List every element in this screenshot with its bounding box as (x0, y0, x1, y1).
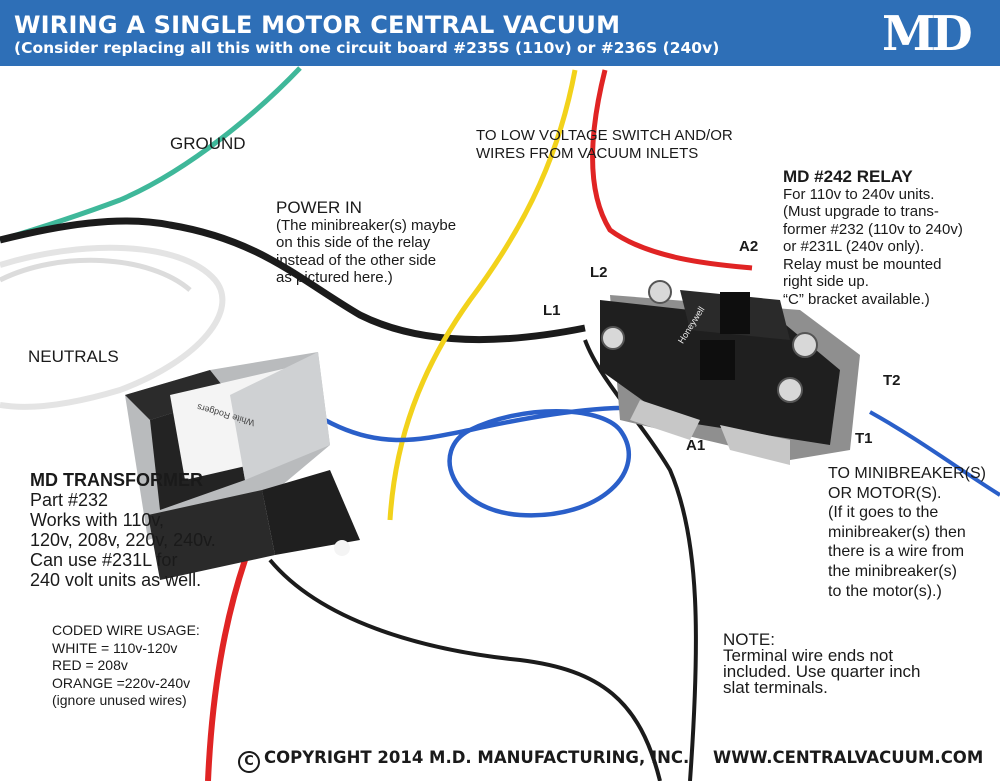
minibreaker-text: TO MINIBREAKER(S) OR MOTOR(S). (If it go… (828, 464, 986, 601)
t2-label: T2 (883, 372, 901, 389)
power-in-text: POWER IN (The minibreaker(s) maybe on th… (276, 199, 456, 287)
a2-label: A2 (739, 238, 759, 255)
red-transformer-lead (205, 559, 248, 781)
power-in-line: (The minibreaker(s) maybe (276, 216, 457, 234)
a1-label: A1 (686, 437, 706, 454)
relay-text: MD #242 RELAY For 110v to 240v units. (M… (783, 168, 963, 308)
transformer-line: Works with 110v, (30, 510, 165, 530)
minibreaker-line: to the motor(s).) (828, 582, 942, 600)
coded-line: WHITE = 110v-120v (52, 639, 178, 656)
power-in-heading: POWER IN (276, 198, 362, 217)
t1-label: T1 (855, 430, 873, 447)
blue-loop-wire (323, 405, 691, 518)
low-voltage-line: TO LOW VOLTAGE SWITCH AND/OR (476, 127, 733, 144)
l2-label: L2 (590, 264, 608, 281)
power-in-line: instead of the other side (276, 251, 437, 269)
md-logo: MD (882, 6, 973, 62)
blue-motor-wire (869, 410, 1000, 497)
low-voltage-line: WIRES FROM VACUUM INLETS (476, 144, 699, 162)
transformer (125, 352, 360, 580)
yellow-lowvoltage-wire (387, 69, 578, 521)
coded-line: CODED WIRE USAGE: (52, 622, 200, 638)
minibreaker-line: minibreaker(s) then (828, 523, 966, 541)
wiring-illustration (0, 66, 1000, 781)
relay-line: or #231L (240v only). (783, 238, 925, 255)
power-in-line: as pictured here.) (276, 269, 393, 286)
relay-line: Relay must be mounted (783, 255, 942, 273)
transformer-heading: MD TRANSFORMER (30, 470, 203, 490)
minibreaker-line: TO MINIBREAKER(S) (828, 465, 986, 482)
minibreaker-line: the minibreaker(s) (828, 562, 957, 580)
transformer-line: 120v, 208v, 220v, 240v. (30, 530, 216, 550)
power-in-line: on this side of the relay (276, 234, 431, 251)
relay (600, 280, 860, 465)
red-relay-wire (590, 69, 753, 271)
relay-line: “C” bracket available.) (783, 290, 930, 308)
green-ground-wire (0, 66, 302, 243)
relay-heading: MD #242 RELAY (783, 167, 913, 186)
page-title: WIRING A SINGLE MOTOR CENTRAL VACUUM (14, 11, 621, 39)
relay-line: For 110v to 240v units. (783, 185, 935, 203)
black-power-cord (0, 217, 586, 343)
note-line: slat terminals. (723, 678, 828, 697)
note-line: Terminal wire ends not (723, 646, 894, 665)
relay-line: right side up. (783, 273, 869, 290)
relay-line: (Must upgrade to trans- (783, 203, 939, 220)
note-heading: NOTE: (723, 630, 775, 649)
neutrals-label: NEUTRALS (28, 347, 119, 366)
transformer-line: 240 volt units as well. (30, 570, 202, 590)
minibreaker-line: (If it goes to the (828, 504, 939, 522)
note-text: NOTE: Terminal wire ends not included. U… (723, 630, 921, 697)
black-transformer-lead (268, 558, 662, 781)
note-line: included. Use quarter inch (723, 662, 921, 681)
transformer-text: MD TRANSFORMER Part #232 Works with 110v… (30, 470, 216, 590)
transformer-line: Part #232 (30, 490, 109, 510)
white-neutral-wire-2 (0, 257, 192, 292)
header-banner: WIRING A SINGLE MOTOR CENTRAL VACUUM (Co… (0, 0, 1000, 66)
relay-line: former #232 (110v to 240v) (783, 220, 963, 238)
coded-line: (ignore unused wires) (52, 692, 187, 708)
transformer-line: Can use #231L for (30, 550, 178, 570)
white-neutral-wire (0, 244, 226, 410)
website-link[interactable]: WWW.CENTRALVACUUM.COM (713, 748, 984, 767)
minibreaker-line: there is a wire from (828, 543, 965, 561)
copyright-text: COPYRIGHT 2014 M.D. MANUFACTURING, INC. (264, 748, 690, 767)
black-relay-lead (583, 339, 698, 781)
minibreaker-line: OR MOTOR(S). (828, 484, 942, 502)
coded-line: RED = 208v (52, 657, 128, 673)
copyright-icon: C (238, 751, 260, 773)
l1-label: L1 (543, 302, 561, 319)
low-voltage-text: TO LOW VOLTAGE SWITCH AND/OR WIRES FROM … (476, 127, 733, 162)
coded-wire-text: CODED WIRE USAGE: WHITE = 110v-120v RED … (52, 622, 200, 710)
ground-label: GROUND (170, 134, 246, 153)
coded-line: ORANGE =220v-240v (52, 674, 191, 691)
page-subtitle: (Consider replacing all this with one ci… (14, 39, 720, 57)
